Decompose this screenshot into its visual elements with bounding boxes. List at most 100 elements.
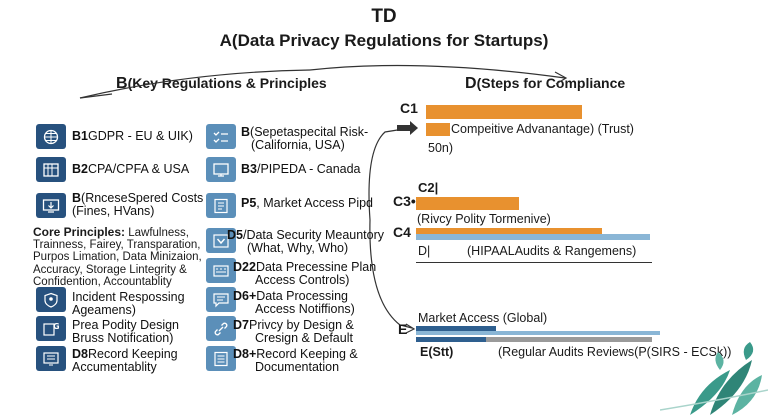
chevron-down-icon: [206, 228, 236, 253]
left-item-5: Prea Podity Design Bruss Notification): [72, 319, 179, 345]
step-e-top-label: Market Access (Global): [418, 311, 548, 325]
middle-item-8-text: Record Keeping &: [256, 347, 358, 361]
middle-item-6: D6+Data Processing Access Notiffions): [233, 290, 355, 316]
step-e-underbar: [416, 331, 660, 335]
shield-person-icon: [36, 287, 66, 312]
left-item-3-text: (RnceseSpered Costs: [81, 191, 204, 205]
middle-item-7: D7Privcy by Design & Cresign & Default: [233, 319, 354, 345]
middle-item-6-code: D6+: [233, 289, 257, 303]
keyboard-icon: [206, 258, 236, 283]
step-c3-tag: C3•: [393, 193, 416, 209]
left-item-2-text: CPA/CPFA & USA: [87, 162, 190, 176]
step-c4-tag: C4: [393, 224, 411, 240]
diagram-title: TD: [371, 6, 397, 27]
step-c4-label: (HIPAALAudits & Rangemens): [467, 244, 637, 258]
svg-text:G: G: [53, 322, 60, 331]
section-d-letter: D: [465, 75, 477, 92]
middle-item-5-code: D22: [233, 260, 256, 274]
core-principles-text: Lawfulness, Trainness, Fairey, Transpara…: [33, 227, 202, 288]
step-c1-sub: 50n): [428, 141, 454, 155]
left-item-5-text: Prea Podity Design: [72, 318, 180, 332]
middle-item-7-text2: Cresign & Default: [255, 331, 353, 345]
step-c2-bar: [416, 197, 519, 210]
step-e-bar-2: [416, 337, 486, 342]
middle-item-2-code: B3: [241, 162, 257, 176]
step-e-stt: E(Stt): [420, 345, 454, 359]
step-c4-bar: [416, 228, 602, 238]
left-item-2-code: B2: [72, 162, 88, 176]
step-e-bar: [416, 326, 496, 335]
section-b-header: B(Key Regulations & Principles: [116, 75, 327, 93]
middle-item-8-code: D8+: [233, 347, 257, 361]
left-item-4-text: Incident Respossing: [72, 290, 185, 304]
step-c2-tag: C2|: [418, 180, 439, 195]
middle-item-1-text2: (California, USA): [251, 138, 345, 152]
middle-item-5-text: Data Precessine Plan: [255, 260, 377, 274]
step-c1-tag: C1: [400, 100, 418, 116]
middle-item-4-text: /Data Security Meauntory: [242, 228, 385, 242]
middle-item-3-text: , Market Access Pipd: [256, 196, 374, 210]
middle-item-7-code: D7: [233, 318, 249, 332]
section-d-title: (Steps for Compliance: [476, 75, 626, 91]
display-doc-icon: [36, 346, 66, 371]
step-c1-bar: [426, 105, 582, 119]
middle-item-2: B3/PIPEDA - Canada: [241, 163, 361, 176]
middle-item-6-text: Data Processing: [256, 289, 348, 303]
left-item-6-text: Record Keeping: [87, 347, 178, 361]
left-item-6: D8Record Keeping Accumentablity: [72, 348, 178, 374]
middle-item-4-code: D5: [227, 228, 243, 242]
middle-item-1-text: (Sepetaspecital Risk-: [250, 125, 369, 139]
monitor-download-icon: [36, 193, 66, 218]
middle-item-8-text2: Documentation: [255, 360, 340, 374]
diagram-subtitle: A(Data Privacy Regulations for Startups): [219, 31, 549, 50]
step-d-tag: D|: [418, 244, 431, 258]
core-principles: Core Principles: Lawfulness, Trainness, …: [33, 226, 203, 288]
step-c1-label: Compeitive Advanantage) (Trust): [451, 122, 634, 136]
middle-item-1: B(Sepetaspecital Risk- (California, USA): [241, 126, 368, 152]
step-c2-label: (Rivcy Polity Tormenive): [417, 212, 551, 226]
left-item-3-code: B: [72, 191, 82, 205]
doc-p-icon: [206, 193, 236, 218]
step-c4-baseline: [416, 262, 652, 263]
left-item-6-text2: Accumentablity: [72, 360, 157, 374]
left-item-5-text2: Bruss Notification): [72, 331, 174, 345]
middle-item-3-code: P5: [241, 196, 257, 210]
section-d-header: D(Steps for Compliance: [465, 75, 625, 93]
calendar-grid-icon: [36, 157, 66, 182]
middle-item-4: D5/Data Security Meauntory (What, Why, W…: [227, 229, 384, 255]
left-item-1: B1GDPR - EU & UIK): [72, 130, 193, 143]
step-e-label: (Regular Audits Reviews(P(SIRS - ECSk)): [498, 345, 732, 359]
middle-item-8: D8+Record Keeping & Documentation: [233, 348, 358, 374]
section-b-title: (Key Regulations & Principles: [127, 75, 327, 91]
middle-item-7-text: Privcy by Design &: [248, 318, 354, 332]
step-c4-underbar: [416, 234, 650, 240]
left-item-1-code: B1: [72, 129, 88, 143]
left-item-4: Incident Respossing Ageamens): [72, 291, 185, 317]
left-item-6-code: D8: [72, 347, 88, 361]
step-e-bar-3: [486, 337, 652, 342]
left-item-4-text2: Ageamens): [72, 303, 136, 317]
list-doc-icon: [206, 346, 236, 371]
middle-item-1-code: B: [241, 125, 251, 139]
section-b-letter: B: [116, 75, 128, 92]
middle-item-5: D22Data Precessine Plan Access Controls): [233, 261, 376, 287]
globe-icon: [36, 124, 66, 149]
shield-g-icon: G: [36, 316, 66, 341]
left-item-1-text: GDPR - EU & UIK): [87, 129, 193, 143]
step-c1-small-bar: [426, 123, 450, 136]
speech-doc-icon: [206, 287, 236, 312]
monitor-icon: [206, 157, 236, 182]
leaf-logo: [660, 342, 768, 415]
step-e-tag: E: [398, 321, 408, 337]
middle-item-6-text2: Access Notiffions): [255, 302, 355, 316]
middle-item-2-text: /PIPEDA - Canada: [256, 162, 361, 176]
left-item-3: B(RnceseSpered Costs (Fines, HVans): [72, 192, 203, 218]
core-principles-heading: Core Principles:: [33, 225, 126, 239]
link-icon: [206, 316, 236, 341]
checklist-icon: [206, 124, 236, 149]
middle-item-5-text2: Access Controls): [255, 273, 350, 287]
middle-item-4-text2: (What, Why, Who): [247, 241, 349, 255]
left-item-3-text2: (Fines, HVans): [72, 204, 155, 218]
left-item-2: B2CPA/CPFA & USA: [72, 163, 189, 176]
